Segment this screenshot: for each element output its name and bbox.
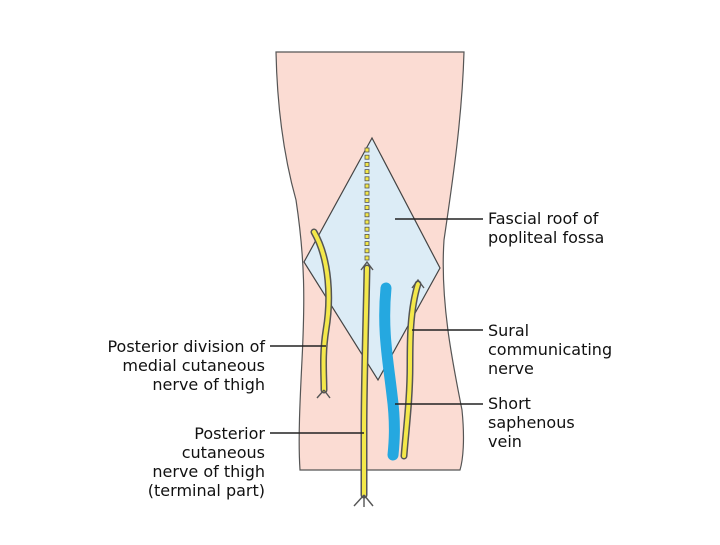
label-line: vein bbox=[488, 432, 522, 451]
posterior-cutaneous-nerve-deep-course bbox=[364, 147, 370, 261]
nerve-dot bbox=[364, 176, 370, 182]
nerve-dot bbox=[364, 205, 370, 211]
posterior-cutaneous-nerve bbox=[353, 260, 374, 507]
label-line: Sural bbox=[488, 321, 530, 340]
nerve-dot bbox=[364, 212, 370, 218]
nerve-dot bbox=[364, 154, 370, 160]
nerve-dot bbox=[364, 169, 370, 175]
label-line: popliteal fossa bbox=[488, 228, 605, 247]
nerve-dot bbox=[364, 219, 370, 225]
leader-lines bbox=[270, 218, 483, 434]
nerve-dot bbox=[364, 248, 370, 254]
label-line: cutaneous bbox=[181, 443, 265, 462]
label-saphenous: Short saphenous vein bbox=[488, 394, 575, 451]
nerve-dot bbox=[364, 147, 370, 153]
label-line: Short bbox=[488, 394, 531, 413]
label-line: communicating bbox=[488, 340, 613, 359]
nerve-dot bbox=[364, 161, 370, 167]
nerve-dot bbox=[364, 183, 370, 189]
label-line: nerve of thigh bbox=[152, 375, 265, 394]
sural-communicating-nerve bbox=[400, 278, 425, 460]
fascial-roof-diamond bbox=[303, 136, 441, 382]
nerve-dot bbox=[364, 241, 370, 247]
label-line: Posterior division of bbox=[107, 337, 265, 356]
nerve-dot bbox=[364, 255, 370, 261]
medial-cutaneous-nerve bbox=[310, 228, 333, 399]
label-sural: Sural communicating nerve bbox=[488, 321, 612, 378]
label-line: saphenous bbox=[488, 413, 575, 432]
label-line: medial cutaneous bbox=[122, 356, 265, 375]
label-posterior-cutaneous: Posterior cutaneous nerve of thigh (term… bbox=[148, 424, 265, 500]
nerve-dot bbox=[364, 197, 370, 203]
label-fascial-roof: Fascial roof of popliteal fossa bbox=[488, 209, 604, 247]
label-line: (terminal part) bbox=[147, 481, 265, 500]
short-saphenous-vein bbox=[379, 282, 400, 461]
nerve-dot bbox=[364, 226, 370, 232]
label-line: nerve of thigh bbox=[152, 462, 265, 481]
label-medial-cutaneous: Posterior division of medial cutaneous n… bbox=[107, 337, 265, 394]
label-line: Posterior bbox=[194, 424, 265, 443]
label-line: nerve bbox=[488, 359, 534, 378]
nerve-dot bbox=[364, 190, 370, 196]
nerve-dot bbox=[364, 233, 370, 239]
label-line: Fascial roof of bbox=[488, 209, 599, 228]
